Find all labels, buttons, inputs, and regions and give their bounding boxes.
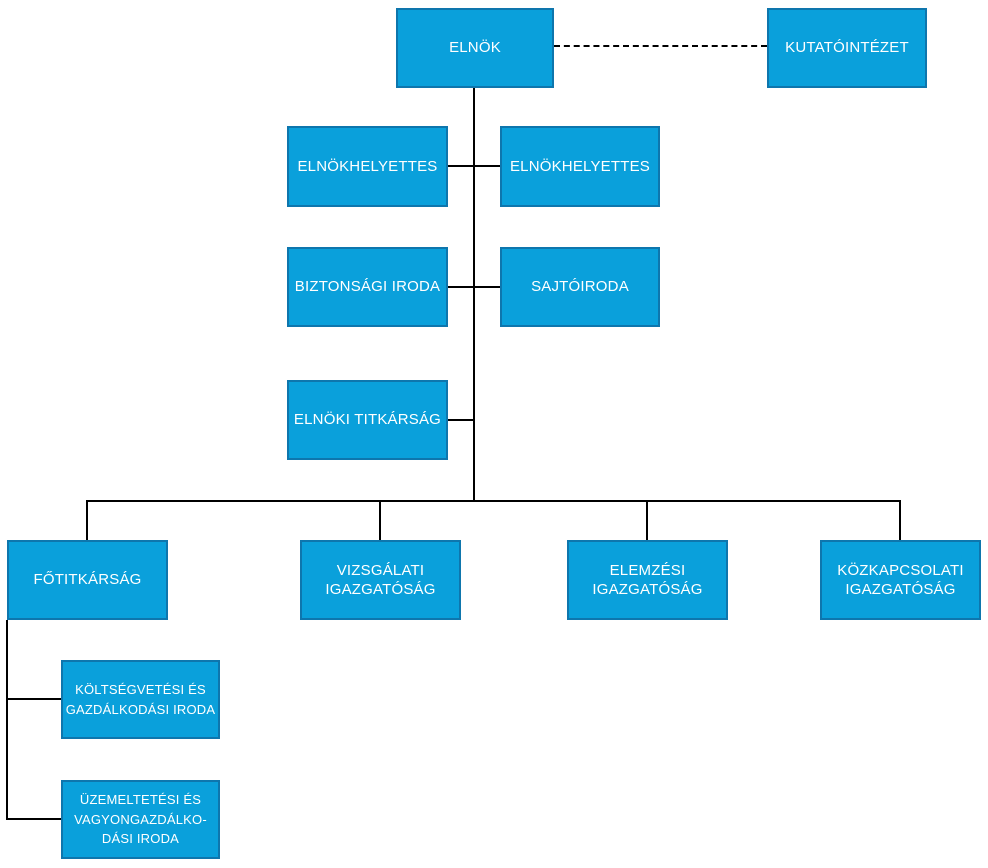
connector-drop-elemzesi — [646, 500, 648, 540]
org-node-elnok: ELNÖK — [396, 8, 554, 88]
org-node-kutatointezet: KUTATÓINTÉZET — [767, 8, 927, 88]
connector-koltsegvetesi-elbow — [6, 698, 61, 700]
connector-elnoki-titkarsag-row — [448, 419, 475, 421]
org-node-elnokhelyettes-left: ELNÖKHELYETTES — [287, 126, 448, 207]
connector-elnok-kutatointezet-dashed — [554, 45, 767, 47]
org-node-elnokhelyettes-right: ELNÖKHELYETTES — [500, 126, 660, 207]
connector-uzemeltetesi-elbow — [6, 818, 61, 820]
connector-fotitkarsag-subtree-vertical — [6, 620, 8, 820]
connector-drop-vizsgalati — [379, 500, 381, 540]
org-node-biztonsagi-iroda: BIZTONSÁGI IRODA — [287, 247, 448, 327]
connector-trunk-vertical — [473, 88, 475, 502]
connector-drop-fotitkarsag — [86, 500, 88, 540]
org-node-koltsegvetesi-iroda: KÖLTSÉGVETÉSI ÉS GAZDÁLKODÁSI IRODA — [61, 660, 220, 739]
org-node-fotitkarsag: FŐTITKÁRSÁG — [7, 540, 168, 620]
org-node-elemzesi-igazgatosag: ELEMZÉSI IGAZGATÓSÁG — [567, 540, 728, 620]
org-node-uzemeltetesi-iroda: ÜZEMELTETÉSI ÉS VAGYONGAZDÁLKO- DÁSI IRO… — [61, 780, 220, 859]
connector-drop-kozkapcsolati — [899, 500, 901, 540]
connector-distribution-horizontal — [86, 500, 901, 502]
org-node-elnoki-titkarsag: ELNÖKI TITKÁRSÁG — [287, 380, 448, 460]
connector-elnokhelyettes-row — [448, 165, 500, 167]
org-node-kozkapcsolati-igazgatosag: KÖZKAPCSOLATI IGAZGATÓSÁG — [820, 540, 981, 620]
org-node-sajtoiroda: SAJTÓIRODA — [500, 247, 660, 327]
org-node-vizsgalati-igazgatosag: VIZSGÁLATI IGAZGATÓSÁG — [300, 540, 461, 620]
connector-biztonsagi-sajto-row — [448, 286, 500, 288]
